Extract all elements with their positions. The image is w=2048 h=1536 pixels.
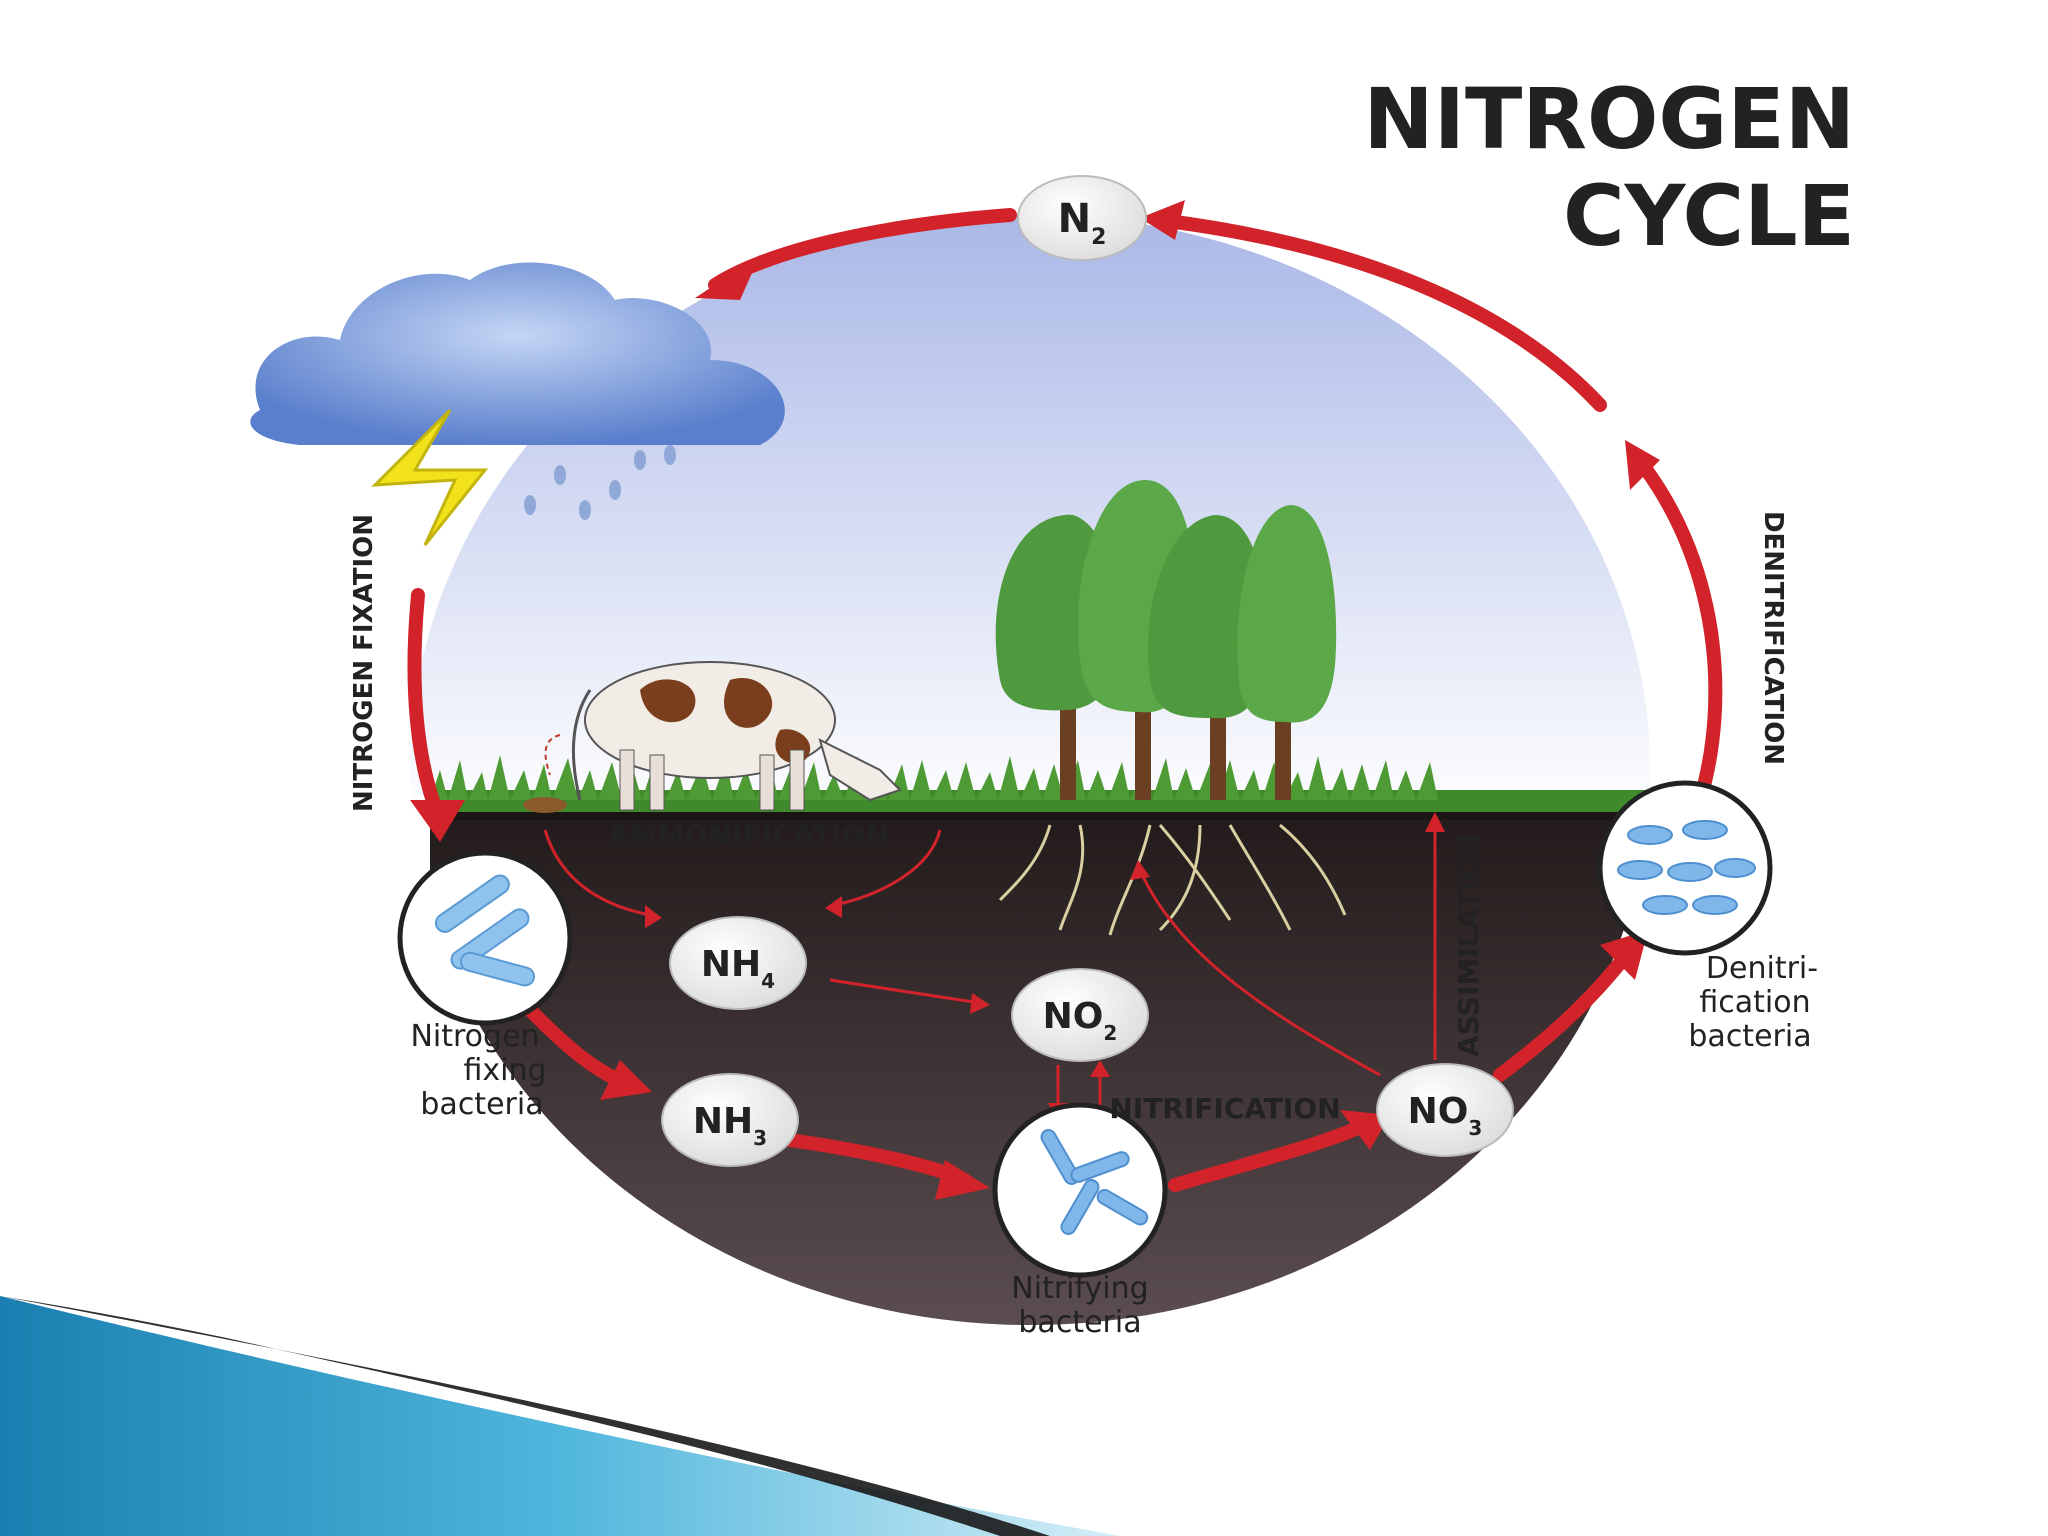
nh3-label: NH xyxy=(693,1101,753,1142)
title-line-2: CYCLE xyxy=(1563,167,1855,265)
no3-subscript: 3 xyxy=(1468,1116,1482,1140)
molecule-no2: NO2 xyxy=(1012,969,1148,1061)
nitrogen-fixing-line-3: bacteria xyxy=(420,1087,543,1122)
label-nitrifying-bacteria: Nitrifying bacteria xyxy=(1011,1271,1148,1340)
label-nitrification: NITRIFICATION xyxy=(1109,1092,1340,1125)
label-nitrogen-fixing-bacteria: Nitrogen fixing bacteria xyxy=(410,1019,546,1122)
label-ammonification: AMMONIFICATION xyxy=(607,819,888,852)
nitrogen-fixing-line-1: Nitrogen xyxy=(410,1019,539,1054)
molecule-no3: NO3 xyxy=(1377,1064,1513,1156)
no2-subscript: 2 xyxy=(1103,1021,1117,1045)
denitrification-line-1: Denitri- xyxy=(1706,951,1818,986)
nh3-subscript: 3 xyxy=(753,1126,767,1150)
nitrogen-fixing-line-2: fixing xyxy=(463,1053,546,1088)
no3-label: NO xyxy=(1408,1091,1469,1132)
nitrifying-line-2: bacteria xyxy=(1018,1305,1141,1340)
denitrification-line-3: bacteria xyxy=(1688,1019,1811,1054)
denitrification-bacteria-icon xyxy=(1600,783,1770,953)
label-denitrification-bacteria: Denitri- fication bacteria xyxy=(1688,951,1818,1054)
label-assimilation: ASSIMILATION xyxy=(1452,833,1485,1057)
denitrification-line-2: fication xyxy=(1699,985,1810,1020)
nh4-label: NH xyxy=(701,944,761,985)
label-denitrification: DENITRIFICATION xyxy=(1758,511,1788,765)
nitrifying-bacteria-icon xyxy=(995,1105,1165,1275)
title-line-1: NITROGEN xyxy=(1363,70,1855,168)
molecule-nh3: NH3 xyxy=(662,1074,798,1166)
no2-label: NO xyxy=(1043,996,1104,1037)
nitrifying-line-1: Nitrifying xyxy=(1011,1271,1148,1306)
molecule-nh4: NH4 xyxy=(670,917,806,1009)
n2-subscript: 2 xyxy=(1091,225,1106,250)
label-nitrogen-fixation: NITROGEN FIXATION xyxy=(349,514,379,812)
molecule-n2: N2 xyxy=(1018,176,1146,260)
n2-label: N xyxy=(1058,196,1091,242)
cloud-icon xyxy=(250,263,784,445)
nitrogen-fixing-bacteria-icon xyxy=(400,853,570,1023)
nh4-subscript: 4 xyxy=(761,969,775,993)
slide-accent-swoosh xyxy=(0,1296,1120,1536)
